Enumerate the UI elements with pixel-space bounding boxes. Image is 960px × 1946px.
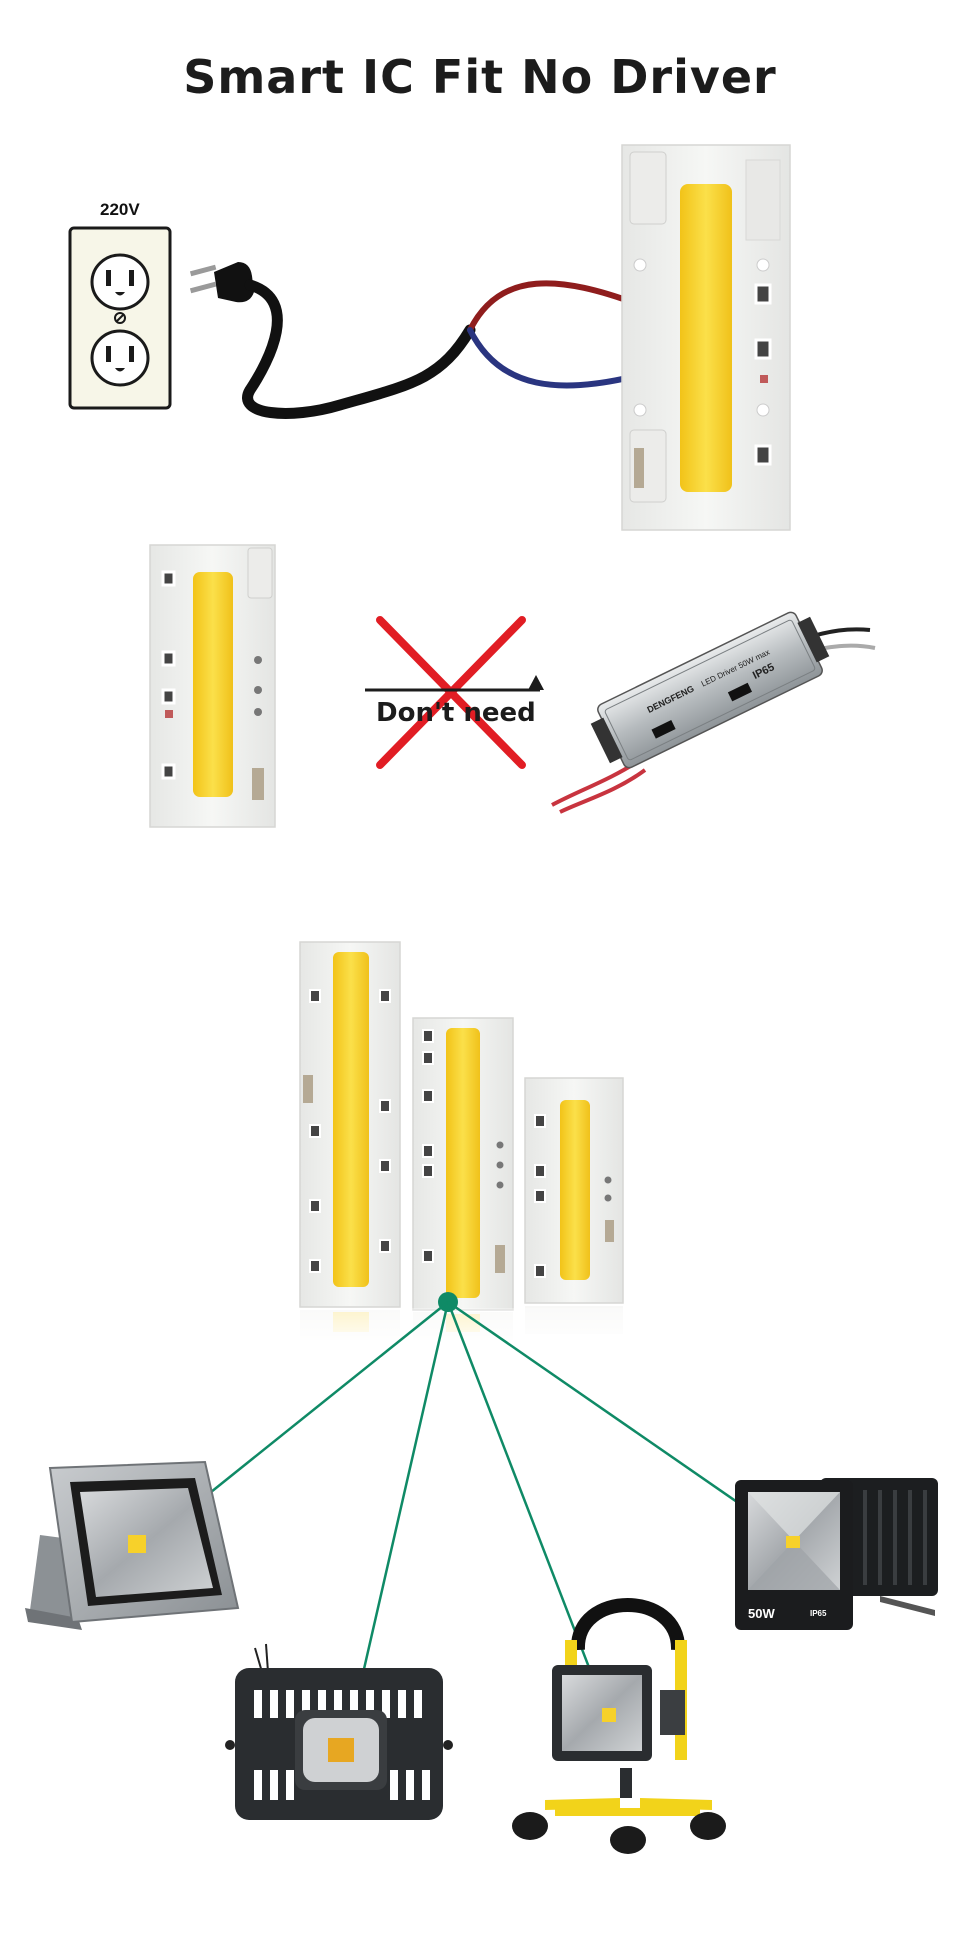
wall-outlet <box>68 226 172 410</box>
cob-board-short <box>524 1077 624 1304</box>
no-driver-cross-icon <box>365 616 544 769</box>
wattage-label: 50W <box>748 1606 775 1621</box>
rating-label: IP65 <box>810 1609 827 1618</box>
power-cord <box>242 279 476 419</box>
socket-bottom <box>90 329 150 387</box>
portable-work-light <box>512 1598 726 1854</box>
screw-icon <box>114 312 126 324</box>
cob-led-board-small <box>149 544 276 828</box>
cob-board-group <box>295 941 630 1348</box>
black-finned-flood-light <box>225 1643 453 1820</box>
cob-board-medium <box>412 1017 514 1311</box>
red-wire <box>467 280 643 333</box>
square-flood-light: 50W IP65 <box>735 1478 938 1630</box>
cob-board-tall <box>299 941 401 1308</box>
dont-need-label: Don't need <box>376 698 536 728</box>
page-title: Smart IC Fit No Driver <box>183 50 777 104</box>
silver-flood-light <box>25 1460 240 1630</box>
led-strip <box>680 184 732 492</box>
led-strip <box>193 572 233 797</box>
blue-wire <box>467 327 643 389</box>
application-connector-lines <box>134 1292 793 1753</box>
voltage-label: 220V <box>100 200 140 219</box>
power-plug <box>189 262 254 303</box>
socket-top <box>90 253 150 311</box>
external-led-driver: DENGFENG LED Driver 50W max IP65 <box>551 611 876 814</box>
cob-led-board-large <box>621 144 791 531</box>
